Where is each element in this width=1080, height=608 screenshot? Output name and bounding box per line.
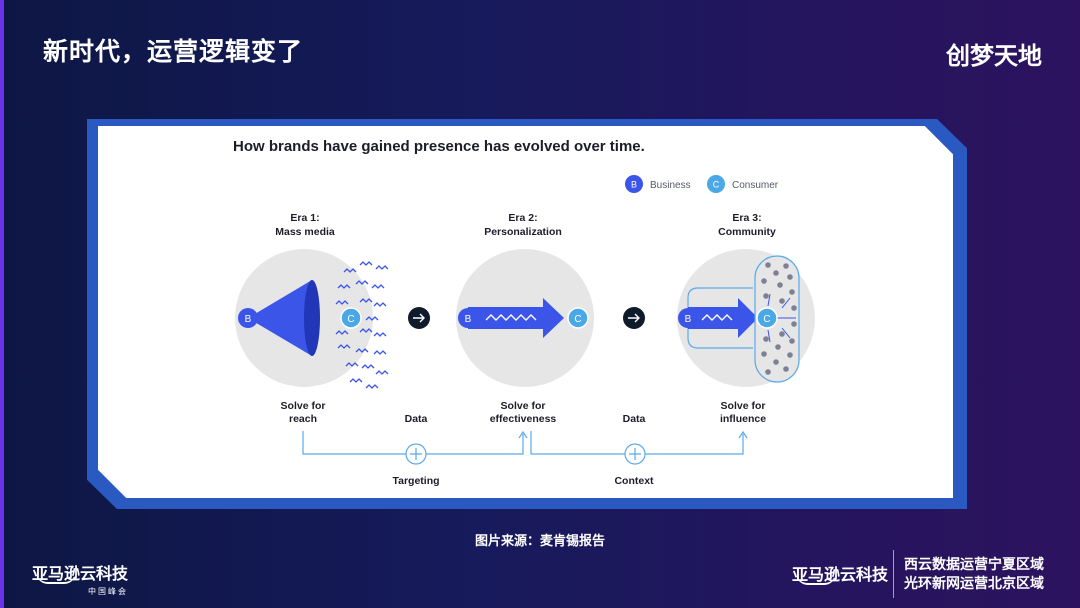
era1-business-glyph: B: [245, 314, 252, 325]
era1-business-node: [238, 308, 258, 328]
era1-title: Era 1:: [290, 212, 319, 224]
era3-business-glyph: B: [685, 314, 692, 325]
era1-consumer-glyph: C: [347, 314, 354, 325]
diagram-heading: How brands have gained presence has evol…: [233, 138, 645, 155]
footer-right-logo: 亚马逊云科技: [792, 561, 888, 585]
connector1-top-label: Data: [405, 413, 428, 425]
footer-left-logo: 亚马逊云科技 中国峰会: [32, 560, 128, 597]
influence-path-top: [687, 287, 753, 318]
source-caption: 图片来源：麦肯锡报告: [474, 533, 605, 548]
era2-goal-line1: Solve for: [501, 400, 546, 412]
diagram-canvas: How brands have gained presence has evol…: [233, 138, 815, 487]
accent-bar: [0, 0, 4, 608]
era3-title: Era 3:: [732, 212, 761, 224]
influence-path-bottom: [687, 318, 753, 349]
connector1-bottom-label: Targeting: [392, 475, 439, 487]
era3-goal-line1: Solve for: [721, 400, 766, 412]
brand-logo-text: 创梦天地: [946, 43, 1042, 70]
smile-logo-icon: [36, 572, 76, 584]
legend-business-glyph: B: [631, 180, 637, 190]
era2-consumer-glyph: C: [574, 314, 581, 325]
era2-consumer-node: [567, 307, 589, 329]
legend-business-label: Business: [650, 180, 691, 191]
legend-business-icon: [625, 175, 643, 193]
connector-2: [530, 430, 748, 465]
transition-arrow-1: [408, 307, 430, 329]
era1-illustration: B C: [235, 249, 389, 389]
footer-divider: [893, 550, 894, 598]
era3-consumer-node: [756, 307, 778, 329]
megaphone-cone: [248, 280, 318, 356]
community-dots: [761, 262, 797, 375]
era1-consumer-node: [340, 307, 362, 329]
era2-business-node: [458, 308, 478, 328]
slide-title: 新时代，运营逻辑变了: [43, 38, 304, 66]
era2-arrow: [468, 298, 564, 338]
era2-title: Era 2:: [508, 212, 537, 224]
era3-signal-zigzag: [701, 314, 733, 321]
era2-business-glyph: B: [465, 314, 472, 325]
influence-arrows: [767, 293, 796, 343]
era2-illustration: B C: [456, 249, 594, 387]
era1-goal-line1: Solve for: [281, 400, 326, 412]
era2-subtitle: Personalization: [484, 226, 562, 238]
era3-business-node: [678, 308, 698, 328]
era1-subtitle: Mass media: [275, 226, 335, 238]
transition-arrow-2: [623, 307, 645, 329]
legend-consumer-icon: [707, 175, 725, 193]
era2-goal-line2: effectiveness: [490, 413, 557, 425]
megaphone-mouth: [304, 280, 320, 356]
footer-regions: 西云数据运营宁夏区域 光环新网运营北京区域: [904, 555, 1044, 593]
era3-arrow: [688, 298, 758, 338]
connector2-top-label: Data: [623, 413, 646, 425]
era3-consumer-glyph: C: [763, 314, 770, 325]
region-ningxia: 西云数据运营宁夏区域: [904, 556, 1044, 572]
legend-consumer-label: Consumer: [732, 180, 779, 191]
legend: B Business C Consumer: [625, 175, 779, 193]
connector-1: [302, 430, 528, 465]
diagram-panel: How brands have gained presence has evol…: [98, 126, 953, 498]
smile-logo-icon: [796, 573, 836, 585]
era3-illustration: B C: [677, 249, 815, 387]
region-beijing: 光环新网运营北京区域: [904, 575, 1044, 591]
era3-subtitle: Community: [718, 226, 776, 238]
legend-consumer-glyph: C: [713, 180, 720, 190]
era2-signal-zigzag: [485, 314, 537, 321]
era3-goal-line2: influence: [720, 413, 766, 425]
signal-waves: [335, 261, 389, 389]
connector2-bottom-label: Context: [614, 475, 654, 487]
era1-goal-line2: reach: [289, 413, 317, 425]
summit-label: 中国峰会: [88, 587, 129, 596]
